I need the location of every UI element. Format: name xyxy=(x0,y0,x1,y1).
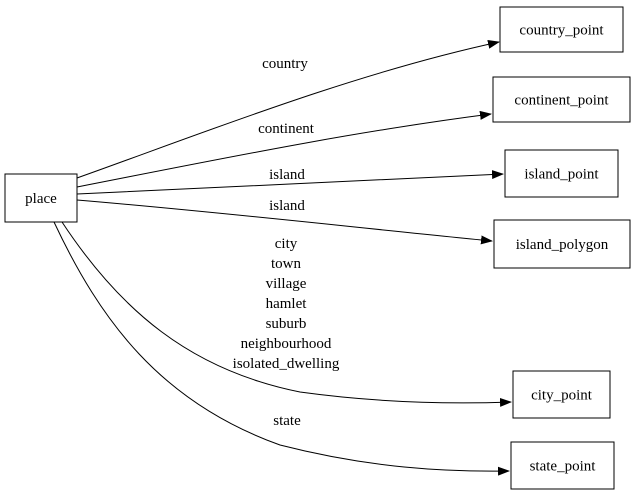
node-box-continent_point xyxy=(492,76,631,123)
edge-place-to-city_point xyxy=(61,221,512,407)
edge-label-place-to-city_point-line-0: city xyxy=(275,236,298,252)
node-island_point: island_point xyxy=(504,149,619,198)
edge-label-place-to-city_point-line-2: village xyxy=(266,276,307,292)
edge-place-to-continent_point xyxy=(76,110,492,188)
node-city_point: city_point xyxy=(512,370,611,419)
edge-label-place-to-country_point: country xyxy=(262,56,308,72)
edge-place-to-country_point xyxy=(76,39,500,179)
node-state_point: state_point xyxy=(510,441,615,490)
node-box-country_point xyxy=(499,6,624,53)
node-country_point: country_point xyxy=(499,6,624,53)
node-label-city_point: city_point xyxy=(531,388,593,404)
node-label-continent_point: continent_point xyxy=(514,93,609,109)
edge-place-to-island_point xyxy=(76,170,504,195)
edge-label-place-to-city_point-line-3: hamlet xyxy=(266,296,308,312)
node-island_polygon: island_polygon xyxy=(493,219,631,269)
node-place: place xyxy=(4,173,78,223)
edge-label-place-to-city_point-line-5: neighbourhood xyxy=(241,336,332,352)
node-label-state_point: state_point xyxy=(530,459,597,475)
edge-label-place-to-island_point: island xyxy=(269,167,305,183)
edge-label-place-to-city_point-line-6: isolated_dwelling xyxy=(233,356,340,372)
edge-label-place-to-state_point: state xyxy=(273,413,301,429)
edge-place-to-state_point xyxy=(53,221,510,476)
node-label-country_point: country_point xyxy=(519,23,604,39)
edge-label-place-to-island_polygon: island xyxy=(269,198,305,214)
edge-label-place-to-city_point-line-4: suburb xyxy=(266,316,307,332)
node-continent_point: continent_point xyxy=(492,76,631,123)
node-box-island_point xyxy=(504,149,619,198)
node-box-place xyxy=(4,173,78,223)
edge-label-place-to-city_point-line-1: town xyxy=(271,256,302,272)
edge-label-place-to-continent_point: continent xyxy=(258,121,315,137)
node-box-city_point xyxy=(512,370,611,419)
node-label-island_polygon: island_polygon xyxy=(516,237,609,253)
edge-place-to-island_polygon xyxy=(76,199,493,245)
node-box-state_point xyxy=(510,441,615,490)
node-label-island_point: island_point xyxy=(524,167,599,183)
node-box-island_polygon xyxy=(493,219,631,269)
node-label-place: place xyxy=(25,191,57,207)
